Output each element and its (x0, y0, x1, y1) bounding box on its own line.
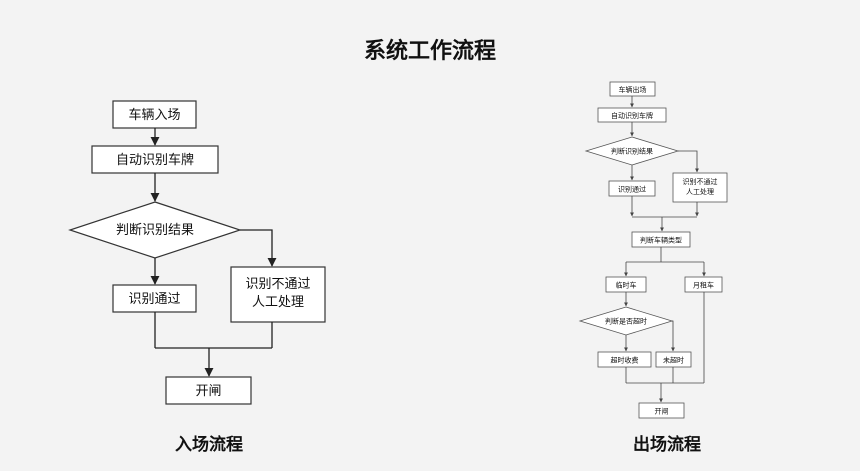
entry-arrow (240, 229, 277, 267)
exit-vehicle-type-label: 判断车辆类型 (640, 236, 682, 245)
exit-start-box (609, 81, 656, 97)
exit-start-label: 车辆出场 (619, 85, 647, 94)
exit-not-overtime-box (655, 351, 692, 368)
exit-overtime-fee-box (597, 351, 652, 368)
exit-manual-label-1: 识别不通过 (683, 177, 718, 186)
entry-start-box (112, 100, 197, 129)
entry-manual-box (230, 266, 326, 323)
exit-not-overtime-label: 未超时 (663, 356, 684, 365)
exit-overtime-fee-label: 超时收费 (611, 356, 639, 365)
exit-monthly-box (684, 276, 723, 293)
exit-arrow (671, 320, 675, 352)
entry-pass-box (112, 284, 197, 313)
entry-gate-box (165, 376, 252, 405)
entry-recognize-box (91, 145, 219, 174)
exit-arrow (678, 150, 699, 173)
exit-flowchart: 车辆出场 自动识别车牌 判断识别结果 识别通过 识别不通过 人工处理 判断车辆类… (578, 81, 728, 419)
entry-manual-label-1: 识别不通过 (245, 277, 310, 292)
exit-monthly-label: 月租车 (693, 281, 714, 290)
entry-recognize-label: 自动识别车牌 (116, 152, 194, 168)
entry-flowchart: 车辆入场 自动识别车牌 判断识别结果 识别通过 识别不通过 人工处理 开闸 (68, 100, 326, 405)
exit-overtime-decision-label: 判断是否超时 (605, 317, 647, 326)
exit-gate-label: 开闸 (655, 408, 669, 416)
exit-manual-box (672, 172, 728, 203)
entry-start-label: 车辆入场 (128, 107, 180, 123)
entry-manual-label-2: 人工处理 (252, 295, 304, 310)
entry-caption: 入场流程 (175, 434, 243, 455)
exit-caption: 出场流程 (633, 434, 701, 455)
exit-decision-label: 判断识别结果 (611, 147, 653, 156)
page-title: 系统工作流程 (364, 38, 496, 64)
exit-pass-label: 识别通过 (618, 185, 646, 194)
entry-gate-label: 开闸 (195, 384, 221, 399)
entry-decision-label: 判断识别结果 (116, 223, 194, 238)
exit-temp-label: 临时车 (616, 281, 637, 290)
exit-recognize-label: 自动识别车牌 (611, 111, 653, 120)
entry-pass-label: 识别通过 (128, 292, 180, 307)
exit-gate-box (638, 402, 685, 419)
exit-manual-label-2: 人工处理 (686, 187, 714, 196)
